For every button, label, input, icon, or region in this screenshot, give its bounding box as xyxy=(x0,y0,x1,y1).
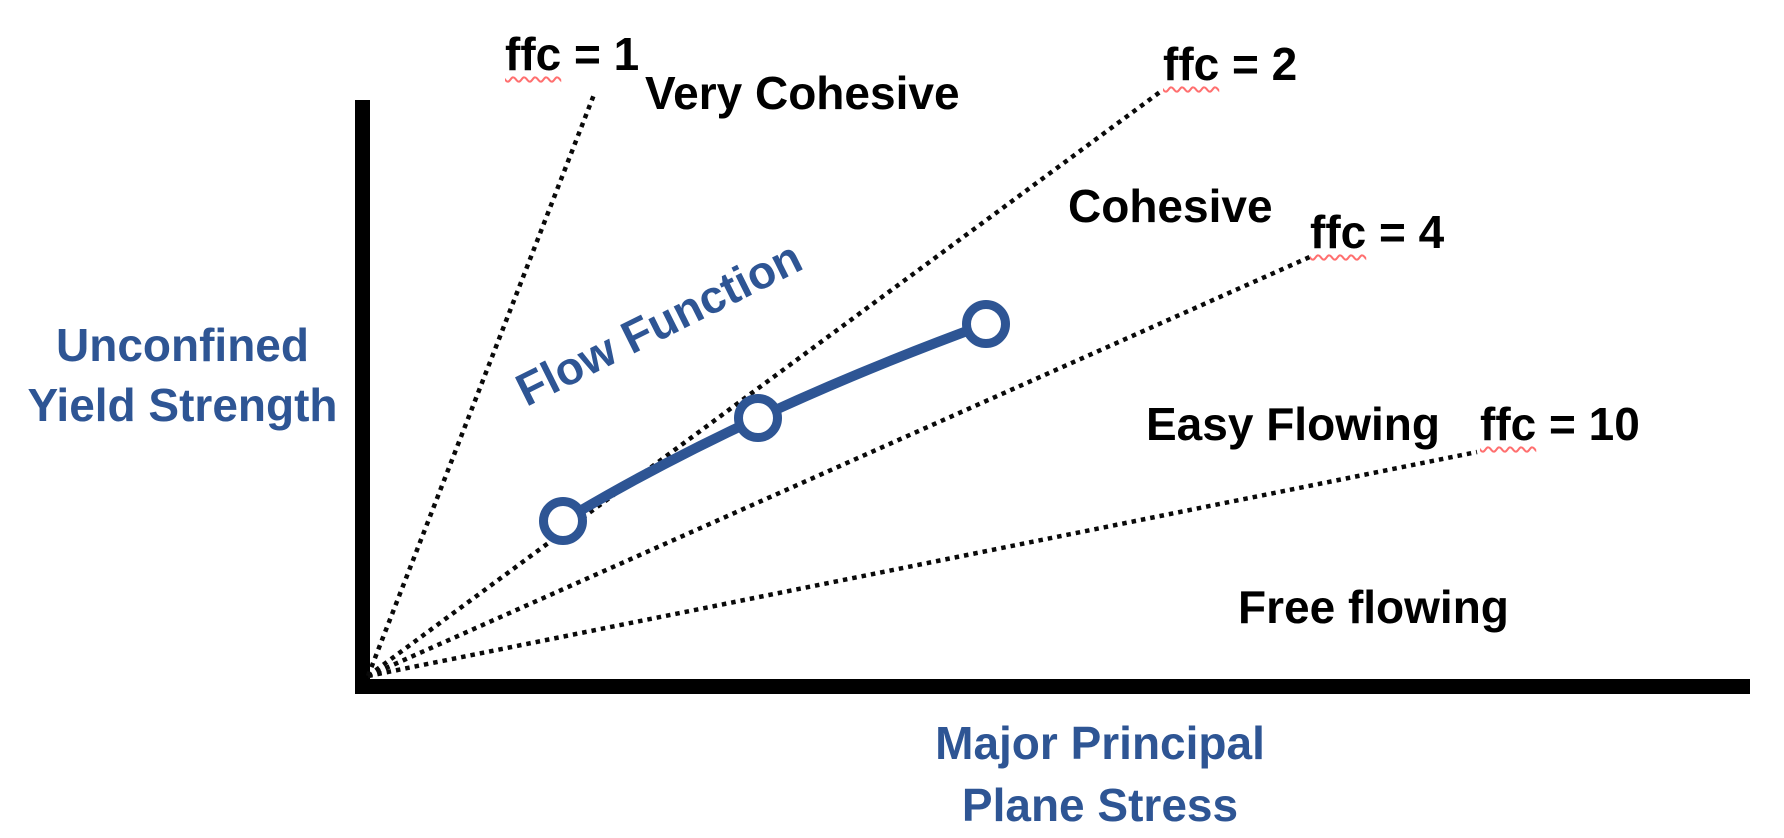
region-cohesive-label: Cohesive xyxy=(1068,180,1273,232)
ffc-10-line xyxy=(367,449,1478,679)
ffc-10-label: ffc = 10 xyxy=(1480,399,1640,450)
ffc-1-value: = 1 xyxy=(561,28,640,80)
x-axis-title-line1: Major Principal xyxy=(935,717,1265,769)
flow-function-marker-1 xyxy=(539,497,587,545)
x-axis-title: Major Principal Plane Stress xyxy=(880,712,1320,836)
ffc-4-value: = 4 xyxy=(1366,206,1445,258)
y-axis-line xyxy=(355,100,370,694)
x-axis-line xyxy=(355,679,1750,694)
y-axis-title-line1: Unconfined xyxy=(56,319,309,371)
ffc-10-word: ffc xyxy=(1480,398,1537,450)
region-easy-flowing-label: Easy Flowing xyxy=(1146,398,1440,450)
ffc-4-line xyxy=(367,253,1313,679)
flow-function-marker-3 xyxy=(962,300,1010,348)
ffc-4-label: ffc = 4 xyxy=(1310,207,1444,258)
ffc-2-value: = 2 xyxy=(1219,38,1298,90)
y-axis-title: Unconfined Yield Strength xyxy=(0,315,365,435)
flow-function-marker-2 xyxy=(734,394,782,442)
region-very-cohesive-label: Very Cohesive xyxy=(645,67,960,119)
ffc-10-value: = 10 xyxy=(1536,398,1640,450)
region-free-flowing-label: Free flowing xyxy=(1238,581,1509,633)
ffc-4-word: ffc xyxy=(1310,206,1367,258)
ffc-2-word: ffc xyxy=(1163,38,1220,90)
y-axis-title-line2: Yield Strength xyxy=(27,379,338,431)
ffc-2-label: ffc = 2 xyxy=(1163,39,1297,90)
ffc-1-word: ffc xyxy=(505,28,562,80)
ffc-2-line xyxy=(366,90,1162,678)
ffc-1-label: ffc = 1 xyxy=(505,29,639,80)
x-axis-title-line2: Plane Stress xyxy=(961,779,1239,831)
